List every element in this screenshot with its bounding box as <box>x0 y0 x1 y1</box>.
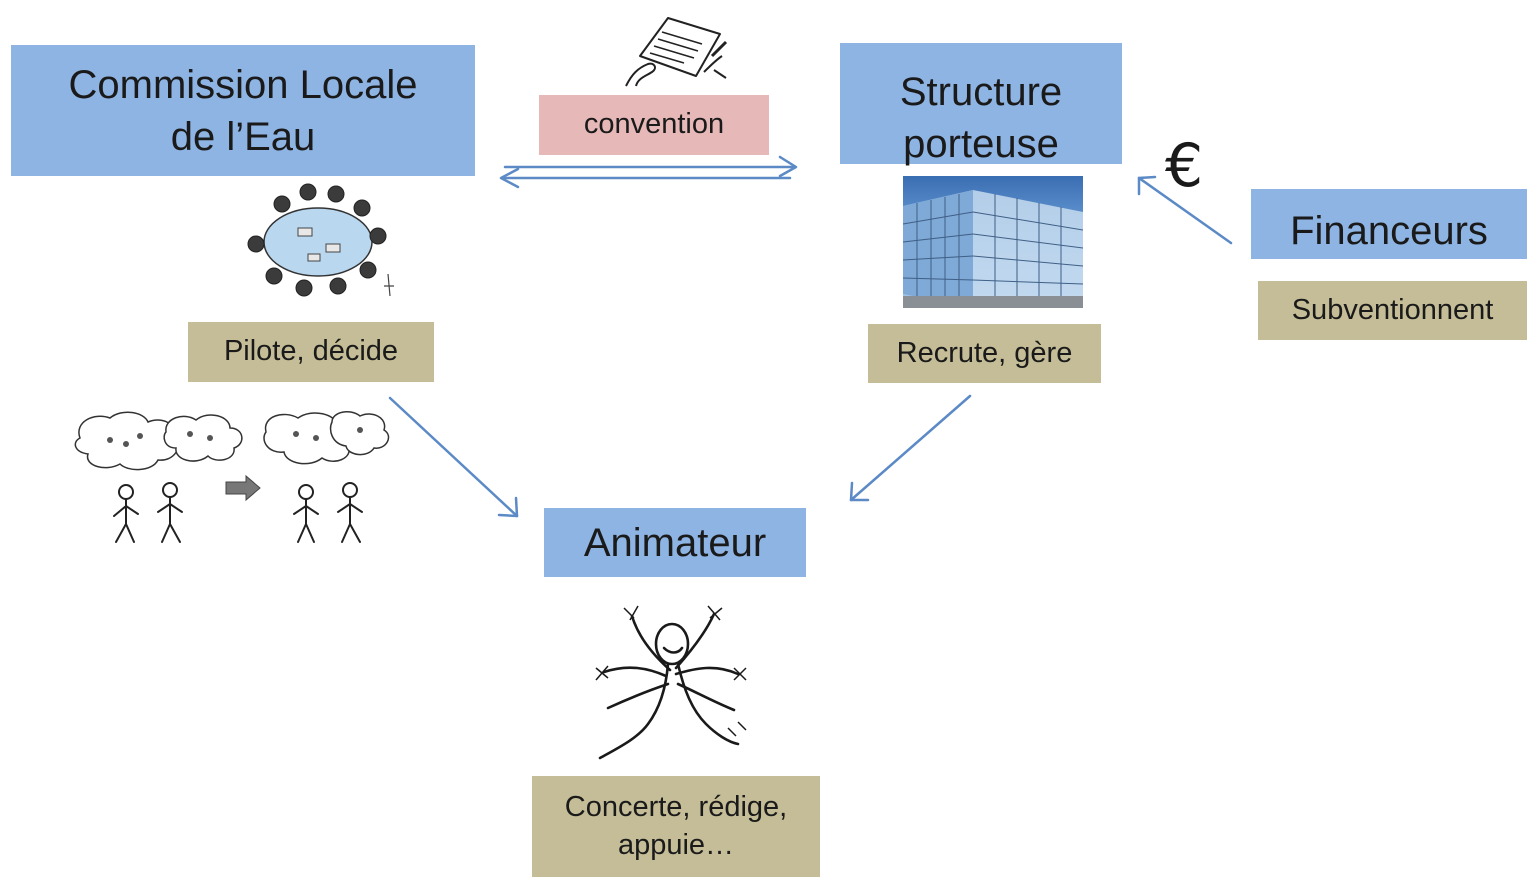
people-thinking-illustration <box>74 410 390 543</box>
role-animateur-line2: appuie… <box>617 828 735 861</box>
role-cle-text: Pilote, décide <box>223 335 399 368</box>
node-structure-porteuse: Structure porteuse <box>840 43 1122 166</box>
structure-to-animateur-arrow <box>849 394 972 502</box>
convention-text: convention <box>583 108 725 141</box>
role-structure: Recrute, gère <box>868 324 1101 383</box>
euro-icon: € <box>1165 131 1204 201</box>
role-structure-text: Recrute, gère <box>896 336 1073 369</box>
node-financeurs-label: Financeurs <box>1290 209 1488 253</box>
node-financeurs: Financeurs <box>1251 189 1527 259</box>
node-structure-label-line1: Structure <box>899 70 1063 114</box>
node-animateur: Animateur <box>544 508 806 577</box>
node-animateur-label: Animateur <box>583 520 767 565</box>
node-commission-locale-eau: Commission Locale de l’Eau <box>11 45 475 176</box>
role-cle: Pilote, décide <box>188 322 434 382</box>
cle-to-animateur-arrow <box>388 396 519 518</box>
contract-signing-illustration <box>625 17 728 87</box>
glass-office-building-photo <box>903 176 1083 308</box>
node-structure-label-line2: porteuse <box>903 122 1059 166</box>
convention-arrow-right <box>503 155 798 178</box>
role-financeurs-text: Subventionnent <box>1291 293 1494 326</box>
role-financeurs: Subventionnent <box>1258 281 1527 340</box>
node-cle-label-line1: Commission Locale <box>68 62 418 107</box>
convention-label: convention <box>539 95 769 155</box>
round-table-meeting-illustration <box>247 183 394 297</box>
juggling-person-illustration <box>595 605 747 760</box>
funding-arrow <box>1137 175 1233 245</box>
convention-arrow-left <box>499 167 792 189</box>
role-animateur-line1: Concerte, rédige, <box>564 790 788 823</box>
node-cle-label-line2: de l’Eau <box>170 114 316 159</box>
role-animateur: Concerte, rédige, appuie… <box>532 776 820 877</box>
